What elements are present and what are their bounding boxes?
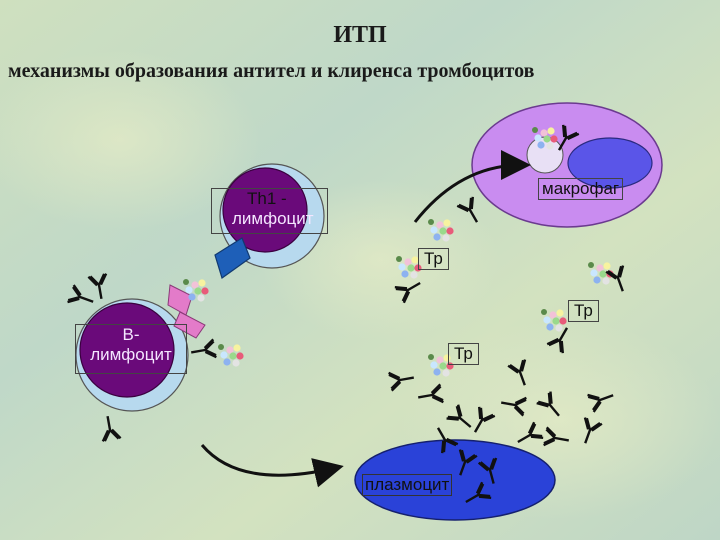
plasma-cell-label: плазмоцит [362,474,453,496]
platelet-label-lower: Тр [448,343,479,365]
macrophage-label: макрофаг [538,178,624,200]
macrophage-cell [471,102,663,228]
plasma-cell [354,439,556,521]
arrow-to-macrophage [413,150,531,223]
th1-lymphocyte-cell [214,163,325,279]
arrow-to-plasma-cell [200,444,344,488]
platelet-label-right: Тр [568,300,599,322]
page-title: ИТП [333,22,387,48]
th1-lymphocyte-label: Th1 - лимфоцит [211,188,328,234]
platelet-cluster-lower [218,344,454,392]
b-lymphocyte-label: В- лимфоцит [75,324,187,374]
platelet-label-center: Тр [418,248,449,270]
page-subtitle: механизмы образования антител и клиренса… [8,60,535,82]
